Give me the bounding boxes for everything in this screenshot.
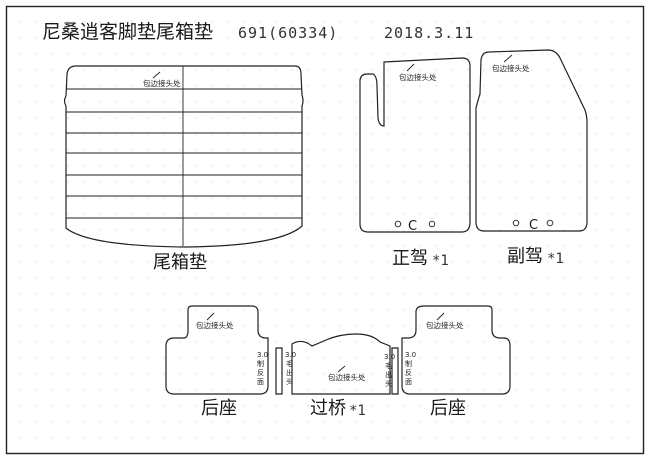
rear-right-size: 3.0 — [405, 351, 416, 359]
bridge-right-text: 毛 — [385, 361, 392, 370]
seam-marker — [436, 312, 445, 321]
sheet-title: 尼桑逍客脚垫尾箱垫 — [42, 21, 213, 43]
seam-marker — [152, 71, 161, 79]
driver-mat-outline — [359, 57, 471, 233]
bridge-mat: 包边接头处 3.0 毛 出 头 3.0 毛 出 头 过桥 *1 — [275, 333, 399, 419]
bridge-right-text: 出 — [385, 370, 392, 379]
rear-right-text: 制 — [405, 359, 412, 368]
seam-note: 包边接头处 — [399, 72, 437, 82]
driver-clip-letter: C — [408, 219, 417, 234]
bridge-left-text: 毛 — [286, 359, 293, 368]
rear-left-mat: 包边接头处 3.0 制 反 面 后座 — [165, 305, 269, 419]
seam-marker — [206, 312, 215, 321]
seam-note: 包边接头处 — [328, 372, 366, 382]
bridge-left-text: 出 — [286, 368, 293, 377]
sheet-border — [5, 5, 645, 455]
seam-note: 包边接头处 — [143, 78, 181, 88]
passenger-mat-qty: *1 — [547, 251, 564, 267]
driver-mat-label: 正驾 — [392, 248, 428, 269]
rear-left-label: 后座 — [201, 398, 237, 419]
passenger-clip-letter: C — [529, 218, 538, 233]
seam-marker — [337, 365, 346, 373]
trunk-mat-outline — [63, 65, 304, 248]
driver-clip-hole — [428, 220, 436, 228]
trunk-mat-label: 尾箱垫 — [153, 252, 207, 273]
rear-left-mat-outline — [165, 305, 269, 395]
bridge-right-size: 3.0 — [384, 353, 395, 361]
model-code: 691(60334) — [238, 24, 338, 42]
driver-mat: C 包边接头处 正驾 *1 — [359, 57, 471, 269]
passenger-mat-outline — [475, 49, 588, 232]
rear-left-text: 面 — [257, 378, 264, 386]
seam-note: 包边接头处 — [426, 320, 464, 330]
bridge-mat-outline — [275, 347, 283, 395]
passenger-clip-hole — [512, 219, 520, 227]
bridge-mat-outline — [391, 347, 399, 395]
bridge-mat-qty: *1 — [349, 403, 366, 419]
rear-right-mat-outline — [401, 305, 511, 395]
bridge-left-size: 3.0 — [285, 351, 296, 359]
rear-left-size: 3.0 — [257, 351, 268, 359]
rear-right-label: 后座 — [430, 398, 466, 419]
bridge-left-text: 头 — [286, 377, 293, 386]
seam-note: 包边接头处 — [492, 63, 530, 73]
passenger-mat: C 包边接头处 副驾 *1 — [475, 49, 588, 267]
rear-right-mat: 包边接头处 3.0 制 反 面 后座 — [401, 305, 511, 419]
dot-grid — [6, 6, 644, 454]
bridge-mat-label: 过桥 — [310, 398, 346, 419]
seam-marker — [406, 63, 415, 72]
rear-left-text: 反 — [257, 368, 264, 377]
sheet-date: 2018.3.11 — [384, 24, 474, 42]
trunk-mat: 包边接头处 尾箱垫 — [63, 65, 304, 273]
passenger-mat-label: 副驾 — [507, 246, 543, 267]
rear-right-text: 反 — [405, 368, 412, 377]
bridge-right-text: 头 — [385, 379, 392, 388]
rear-right-text: 面 — [405, 378, 412, 386]
bridge-mat-body — [291, 333, 391, 395]
seam-marker — [503, 54, 513, 63]
rear-left-text: 制 — [257, 359, 264, 368]
driver-mat-qty: *1 — [432, 253, 449, 269]
driver-clip-hole — [394, 220, 402, 228]
seam-note: 包边接头处 — [196, 320, 234, 330]
passenger-clip-hole — [546, 219, 554, 227]
